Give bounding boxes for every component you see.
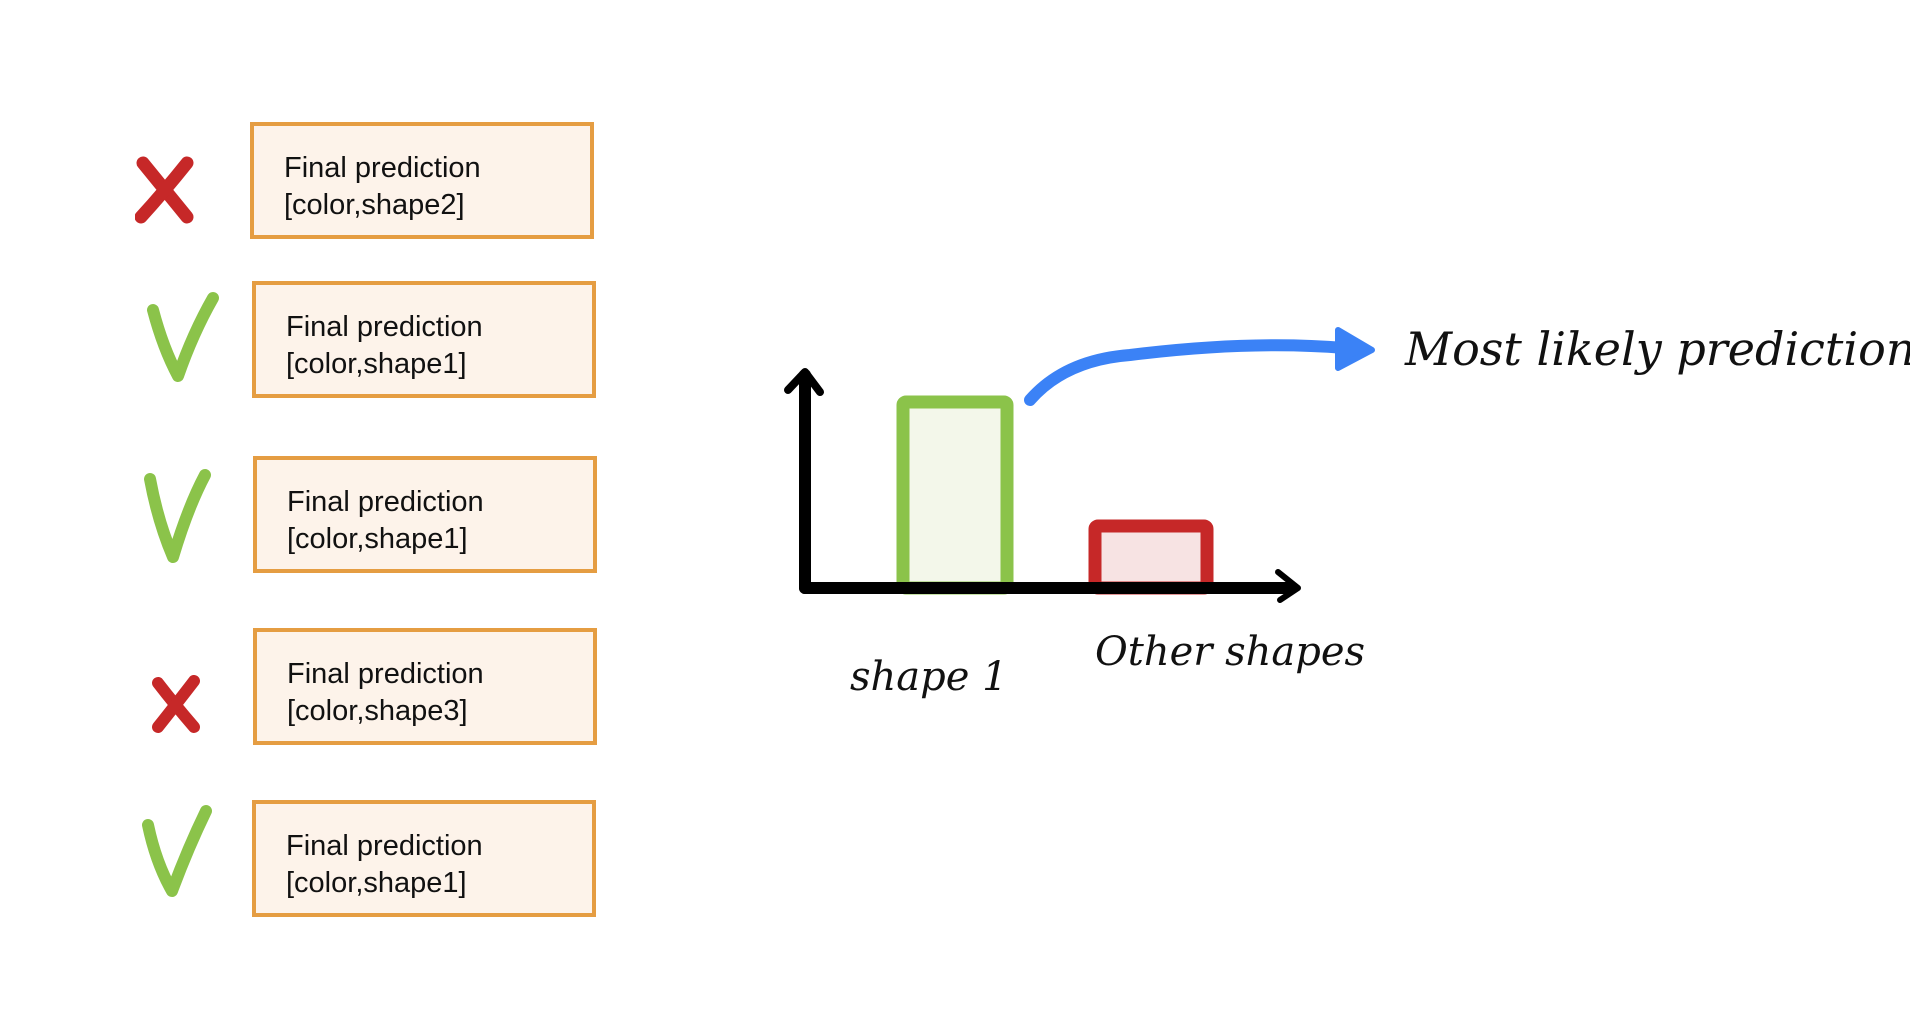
annotation-label: Most likely prediction bbox=[1404, 322, 1910, 376]
prediction-value: [color,shape1] bbox=[286, 348, 467, 380]
prediction-box: Final prediction [color,shape2] bbox=[250, 122, 594, 239]
bar-shape-1 bbox=[896, 395, 1014, 595]
prediction-label: Final prediction bbox=[284, 152, 481, 184]
prediction-label: Final prediction bbox=[287, 658, 484, 690]
cross-x-icon bbox=[152, 675, 200, 733]
cross-x-icon bbox=[135, 156, 194, 224]
prediction-label: Final prediction bbox=[287, 486, 484, 518]
prediction-label: Final prediction bbox=[286, 311, 483, 343]
y-axis-arrowhead bbox=[784, 368, 824, 396]
bar-label-shape-1: shape 1 bbox=[850, 654, 1008, 700]
prediction-value: [color,shape3] bbox=[287, 695, 468, 727]
prediction-value: [color,shape1] bbox=[287, 523, 468, 555]
check-v-icon bbox=[147, 292, 219, 382]
prediction-box: Final prediction [color,shape1] bbox=[253, 456, 597, 573]
prediction-box: Final prediction [color,shape1] bbox=[252, 800, 596, 917]
bar-other-shapes bbox=[1088, 519, 1214, 595]
x-axis-arrowhead bbox=[1275, 569, 1301, 603]
prediction-box: Final prediction [color,shape1] bbox=[252, 281, 596, 398]
check-v-icon bbox=[142, 805, 212, 897]
check-v-icon bbox=[144, 469, 211, 563]
bar-label-other-shapes: Other shapes bbox=[1095, 629, 1365, 675]
prediction-value: [color,shape1] bbox=[286, 867, 467, 899]
annotation-arrowhead bbox=[1335, 327, 1375, 371]
prediction-value: [color,shape2] bbox=[284, 189, 465, 221]
annotation-arrow bbox=[1024, 339, 1351, 406]
prediction-box: Final prediction [color,shape3] bbox=[253, 628, 597, 745]
prediction-label: Final prediction bbox=[286, 830, 483, 862]
